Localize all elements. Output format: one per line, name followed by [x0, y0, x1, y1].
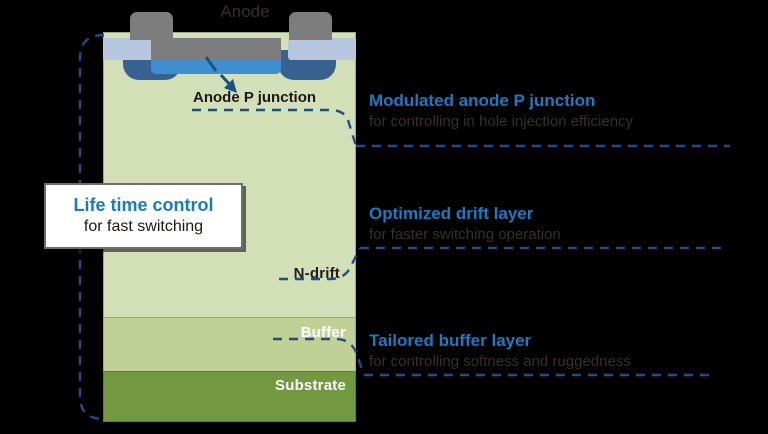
- callout-head: Life time control: [73, 194, 214, 215]
- anode-title: Anode: [220, 2, 270, 21]
- anode-p-layer: [151, 56, 281, 74]
- anode-metal-post-left: [130, 12, 173, 40]
- layer-substrate: [103, 371, 356, 422]
- annotation-2-head: Optimized drift layer: [369, 204, 534, 223]
- anode-metal-bar: [151, 38, 281, 60]
- annotation-1-sub: for controlling in hole injection effici…: [369, 113, 634, 131]
- callout-sub: for fast switching: [83, 218, 204, 236]
- anode-p-junction-label: Anode P junction: [193, 89, 317, 106]
- layer-label-buffer: Buffer: [300, 324, 346, 341]
- annotation-1-head: Modulated anode P junction: [369, 91, 596, 110]
- anode-p-junction-arrow-icon: [204, 56, 237, 93]
- annotation-tailored-buffer: Tailored buffer layer for controlling so…: [369, 330, 759, 372]
- annotation-2-sub: for faster switching operation: [369, 226, 561, 244]
- anode-metal-post-right: [289, 12, 332, 40]
- annotation-3-sub: for controlling softness and ruggedness: [369, 353, 631, 371]
- life-time-control-callout: Life time control for fast switching: [44, 183, 243, 249]
- annotation-modulated-anode: Modulated anode P junction for controlli…: [369, 90, 759, 132]
- layer-label-n-drift: N-drift: [293, 265, 340, 282]
- annotation-optimized-drift: Optimized drift layer for faster switchi…: [369, 203, 759, 245]
- layer-label-substrate: Substrate: [275, 377, 346, 394]
- annotation-3-head: Tailored buffer layer: [369, 331, 532, 350]
- oxide-shoulder-right: [288, 38, 356, 60]
